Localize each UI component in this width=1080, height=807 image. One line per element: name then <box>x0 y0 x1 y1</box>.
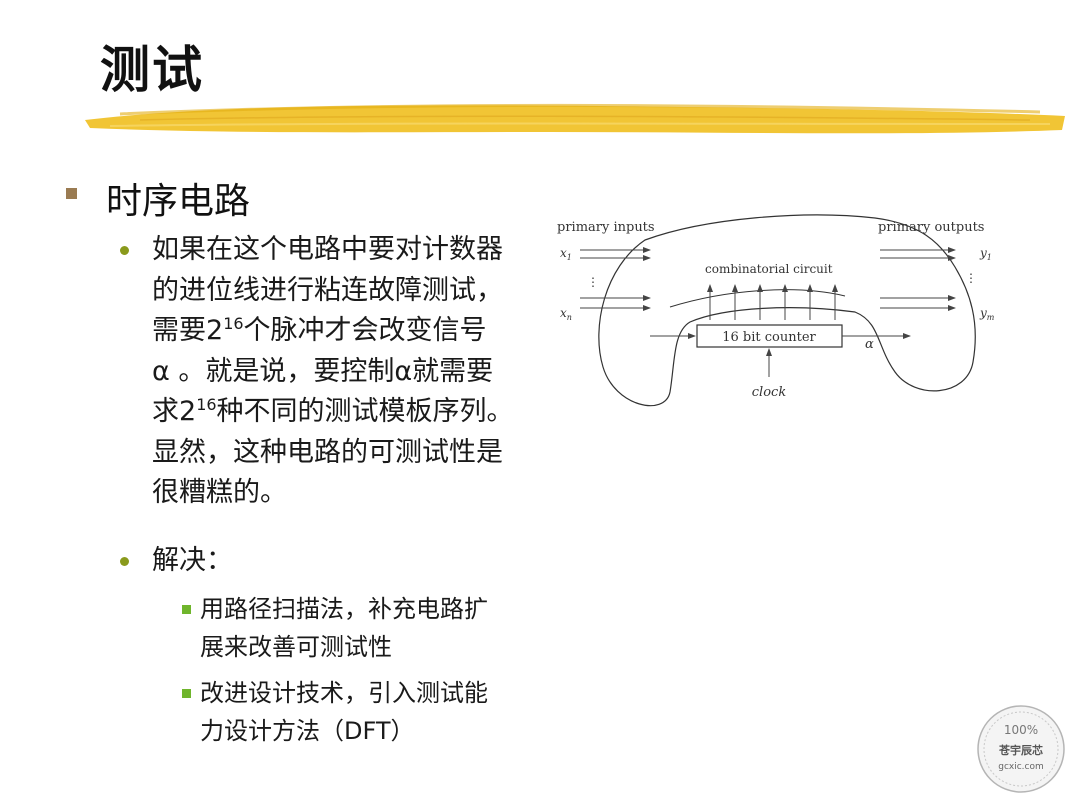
output-y1-label: y1 <box>979 246 992 262</box>
text-line: 用路径扫描法，补充电路扩 <box>200 595 488 623</box>
sub-bullet-path-scan: 用路径扫描法，补充电路扩 展来改善可测试性 <box>200 590 560 666</box>
text-line: 改进设计技术，引入测试能 <box>200 679 488 707</box>
combinatorial-circuit-label: combinatorial circuit <box>705 262 833 276</box>
sub-bullet-icon <box>182 689 191 698</box>
level1-text: 时序电路 <box>106 181 251 222</box>
text-line: 需要216个脉冲才会改变信号 <box>152 311 552 352</box>
sequential-circuit-diagram: primary inputs primary outputs x1 xn ⋮ y… <box>557 214 995 407</box>
bullet-dot-icon <box>120 557 129 566</box>
clock-label: clock <box>752 385 787 400</box>
text-line: 求216种不同的测试模板序列。 <box>152 392 552 433</box>
primary-outputs-label: primary outputs <box>878 220 984 235</box>
svg-text:100%: 100% <box>1004 723 1038 737</box>
input-xn-label: xn <box>560 306 572 322</box>
sub-bullet-icon <box>182 605 191 614</box>
superscript: 16 <box>196 395 217 414</box>
slide-title: 测试 <box>100 41 204 99</box>
input-ellipsis: ⋮ <box>587 275 599 289</box>
text-fragment: 求2 <box>152 396 197 427</box>
text-line: 展来改善可测试性 <box>200 633 392 661</box>
sub-bullet-dft: 改进设计技术，引入测试能 力设计方法（DFT） <box>200 674 560 750</box>
title-underline-brush <box>85 103 1065 134</box>
output-ellipsis: ⋮ <box>965 271 977 285</box>
text-line: 显然，这种电路的可测试性是 <box>152 436 503 468</box>
circuit-boundary <box>598 214 976 407</box>
input-x1-label: x1 <box>560 246 572 262</box>
bullet-dot-icon <box>120 246 129 255</box>
bullet-solution: 解决： <box>152 541 552 582</box>
text-line: α 。就是说，要控制α就需要 <box>152 355 494 387</box>
superscript: 16 <box>223 314 244 333</box>
watermark-seal: 100% 苍宇辰芯 gcxic.com <box>977 705 1065 793</box>
output-ym-label: ym <box>979 306 995 322</box>
text-line: 很糟糕的。 <box>152 477 287 508</box>
text-fragment: 需要2 <box>152 315 224 346</box>
alpha-label: α <box>865 337 874 352</box>
text-line: 如果在这个电路中要对计数器 <box>152 234 503 265</box>
text-fragment: 种不同的测试模板序列。 <box>216 396 514 427</box>
square-bullet-icon <box>66 188 77 199</box>
bullet-counter-paragraph: 如果在这个电路中要对计数器 的进位线进行粘连故障测试， 需要216个脉冲才会改变… <box>152 230 552 514</box>
text-line: 的进位线进行粘连故障测试， <box>152 274 503 306</box>
text-line: 力设计方法（DFT） <box>200 717 415 745</box>
counter-label: 16 bit counter <box>722 330 816 345</box>
svg-text:苍宇辰芯: 苍宇辰芯 <box>998 743 1043 757</box>
svg-text:gcxic.com: gcxic.com <box>998 762 1044 772</box>
text-fragment: 个脉冲才会改变信号 <box>243 315 487 346</box>
primary-inputs-label: primary inputs <box>557 220 655 235</box>
text-line: 解决： <box>152 545 233 576</box>
